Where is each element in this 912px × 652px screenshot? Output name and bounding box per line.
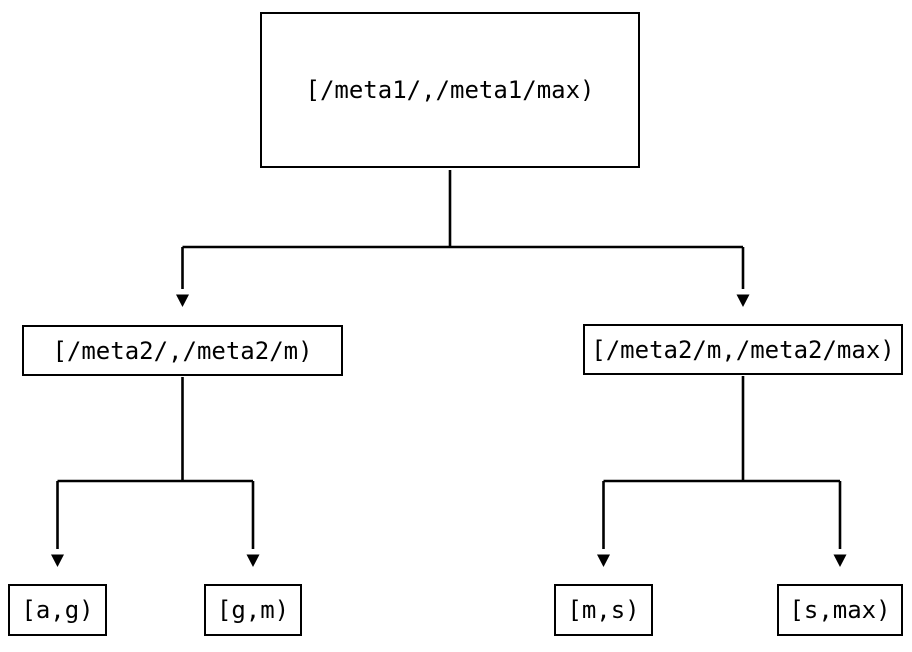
edge-left-subtree (51, 377, 260, 567)
arrowhead-down-icon (176, 294, 189, 307)
tree-node-label: [a,g) (21, 596, 94, 624)
arrowhead-down-icon (51, 554, 64, 567)
tree-leaf-node: [m,s) (554, 584, 653, 636)
arrowhead-down-icon (246, 554, 260, 567)
tree-node-label: [/meta2/m,/meta2/max) (591, 335, 895, 364)
tree-node-label: [g,m) (216, 596, 290, 624)
tree-leaf-node: [s,max) (777, 584, 903, 636)
tree-node-left-child: [/meta2/,/meta2/m) (22, 325, 343, 376)
arrowhead-down-icon (833, 554, 847, 567)
tree-node-label: [s,max) (789, 596, 891, 624)
tree-leaf-node: [g,m) (204, 584, 302, 636)
edge-root-to-children (176, 170, 750, 307)
tree-node-label: [/meta1/,/meta1/max) (305, 76, 595, 104)
tree-node-root: [/meta1/,/meta1/max) (260, 12, 640, 168)
arrowhead-down-icon (597, 554, 610, 567)
tree-node-label: [m,s) (567, 596, 640, 624)
tree-node-label: [/meta2/,/meta2/m) (52, 336, 313, 365)
tree-leaf-node: [a,g) (8, 584, 107, 636)
tree-node-right-child: [/meta2/m,/meta2/max) (583, 324, 903, 375)
arrowhead-down-icon (736, 294, 750, 307)
edge-right-subtree (597, 376, 847, 567)
